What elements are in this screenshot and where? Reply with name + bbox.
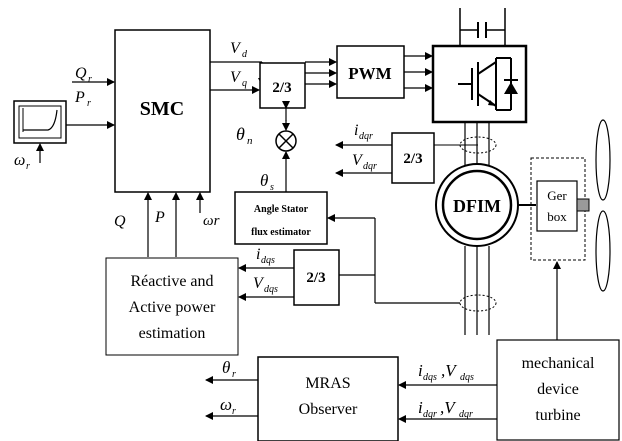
transform-top-block: 2/3: [259, 62, 306, 109]
mras-stator-input: i dqs ,V dqs: [398, 361, 500, 389]
svg-text:P: P: [154, 209, 165, 226]
svg-text:box: box: [547, 209, 567, 224]
omega-r-output: ω r: [205, 395, 258, 420]
svg-text:dqr: dqr: [363, 161, 377, 172]
power-estimation-block: Réactive and Active power estimation: [105, 257, 239, 356]
svg-text:2/3: 2/3: [272, 80, 291, 96]
svg-text:,V: ,V: [441, 361, 458, 380]
mechanical-turbine-block: mechanical device turbine: [496, 261, 620, 441]
svg-text:V: V: [352, 152, 364, 169]
idqs-signal: i dqs: [238, 246, 294, 272]
svg-text:r: r: [88, 74, 92, 85]
svg-text:r: r: [232, 406, 236, 417]
svg-text:s: s: [270, 182, 274, 193]
svg-text:2/3: 2/3: [403, 151, 422, 167]
mras-observer-block: MRAS Observer: [257, 356, 399, 441]
p-ref-input: P r: [66, 89, 115, 129]
svg-text:ω: ω: [220, 395, 232, 414]
svg-text:V: V: [230, 40, 242, 57]
svg-text:Angle Stator: Angle Stator: [254, 204, 309, 215]
svg-text:DFIM: DFIM: [453, 196, 501, 216]
svg-text:d: d: [242, 49, 248, 60]
transform-to-pwm-arrows: [305, 58, 337, 88]
svg-text:Observer: Observer: [299, 401, 358, 418]
svg-text:2/3: 2/3: [306, 270, 325, 286]
svg-text:P: P: [74, 89, 85, 106]
svg-text:dqr: dqr: [423, 409, 437, 420]
vdqs-signal: V dqs: [238, 275, 294, 301]
svg-text:θ: θ: [236, 124, 245, 144]
mras-rotor-input: i dqr ,V dqr: [398, 398, 500, 423]
svg-text:Active power: Active power: [129, 299, 216, 316]
svg-text:i: i: [354, 122, 358, 139]
gearbox-block: Ger box: [530, 157, 590, 261]
q-ref-input: Q r: [72, 65, 115, 86]
svg-text:flux estimator: flux estimator: [251, 227, 311, 238]
svg-text:r: r: [87, 98, 91, 109]
svg-text:mechanical: mechanical: [522, 355, 595, 372]
svg-text:Q: Q: [114, 213, 126, 230]
svg-text:ωr: ωr: [203, 213, 220, 229]
svg-text:device: device: [537, 381, 579, 398]
svg-text:Ger: Ger: [547, 188, 567, 203]
smc-bottom-inputs: Q P ωr: [114, 192, 220, 257]
svg-text:i: i: [418, 398, 423, 417]
converter-block: [431, 8, 528, 124]
theta-r-output: θ r: [205, 358, 258, 384]
svg-text:Réactive and: Réactive and: [130, 273, 213, 290]
svg-text:MRAS: MRAS: [305, 375, 350, 392]
svg-text:PWM: PWM: [348, 64, 391, 83]
theta-s-label: θ s: [260, 171, 274, 193]
svg-text:q: q: [242, 78, 247, 89]
idqr-signal: i dqr: [335, 122, 392, 149]
svg-text:V: V: [230, 69, 242, 86]
pwm-to-converter-arrows: [404, 52, 433, 92]
angle-estimator-block: Angle Stator flux estimator: [234, 191, 328, 245]
svg-text:dqs: dqs: [264, 284, 278, 295]
turbine-blades: [595, 119, 611, 292]
rotor-lines: [392, 122, 497, 165]
lookup-curve-block: [13, 100, 67, 144]
svg-text:ω: ω: [14, 152, 25, 169]
svg-text:dqr: dqr: [359, 131, 373, 142]
vq-signal: V q: [210, 69, 260, 94]
pwm-block: PWM: [336, 45, 405, 99]
svg-text:r: r: [26, 161, 30, 172]
omega-r-input: ω r: [14, 143, 44, 172]
svg-text:θ: θ: [260, 171, 268, 190]
dfim-machine: DFIM: [435, 163, 536, 247]
svg-text:n: n: [247, 135, 253, 147]
stator-lines: [327, 214, 497, 335]
svg-text:dqs: dqs: [423, 372, 437, 383]
vdqr-signal: V dqr: [335, 152, 392, 177]
svg-text:Q: Q: [75, 65, 87, 82]
svg-text:dqs: dqs: [261, 255, 275, 266]
svg-text:r: r: [232, 369, 236, 380]
angle-summation: [275, 101, 297, 192]
svg-text:V: V: [253, 275, 265, 292]
svg-text:dqs: dqs: [460, 372, 474, 383]
svg-text:i: i: [418, 361, 423, 380]
svg-text:turbine: turbine: [535, 407, 580, 424]
transform-stator-block: 2/3: [293, 249, 340, 306]
theta-n-label: θ n: [236, 124, 253, 147]
svg-text:,V: ,V: [440, 398, 457, 417]
transform-rotor-block: 2/3: [391, 132, 435, 184]
smc-label: SMC: [140, 98, 184, 120]
svg-text:i: i: [256, 246, 260, 263]
svg-text:estimation: estimation: [139, 325, 206, 342]
smc-block: SMC: [114, 29, 211, 193]
svg-text:dqr: dqr: [459, 409, 473, 420]
svg-text:θ: θ: [222, 358, 230, 377]
